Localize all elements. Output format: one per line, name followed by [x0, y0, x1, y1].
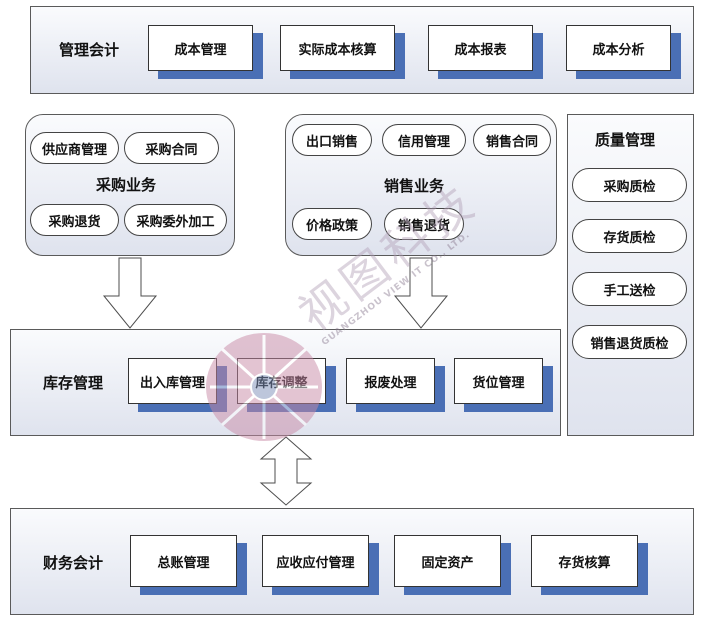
financial-accounting-label: 财务会计: [43, 554, 104, 572]
actual-cost-accounting-box[interactable]: 实际成本核算: [280, 25, 395, 71]
credit-management-pill[interactable]: 信用管理: [382, 124, 466, 156]
quality-label: 质量管理: [595, 131, 656, 149]
scrap-handling-box[interactable]: 报废处理: [346, 358, 435, 404]
fixed-assets-box[interactable]: 固定资产: [394, 535, 501, 587]
inventory-accounting-box[interactable]: 存货核算: [531, 535, 638, 587]
stock-adjust-box[interactable]: 库存调整: [237, 358, 326, 404]
sales-to-inventory-arrow: [393, 257, 449, 329]
export-sales-pill[interactable]: 出口销售: [292, 124, 372, 156]
stock-in-out-box[interactable]: 出入库管理: [128, 358, 217, 404]
sales-contract-pill[interactable]: 销售合同: [473, 124, 551, 156]
purchase-label: 采购业务: [96, 176, 157, 194]
inventory-label: 库存管理: [43, 374, 104, 392]
inventory-finance-double-arrow: [259, 436, 313, 506]
purchase-return-pill[interactable]: 采购退货: [30, 204, 119, 236]
pricing-policy-pill[interactable]: 价格政策: [292, 208, 372, 240]
outsourced-processing-pill[interactable]: 采购委外加工: [124, 204, 227, 236]
sales-return-pill[interactable]: 销售退货: [384, 208, 464, 240]
cost-management-box[interactable]: 成本管理: [148, 25, 253, 71]
purchase-inspection-pill[interactable]: 采购质检: [572, 168, 687, 202]
receivable-payable-box[interactable]: 应收应付管理: [262, 535, 369, 587]
cost-report-box[interactable]: 成本报表: [428, 25, 533, 71]
supplier-management-pill[interactable]: 供应商管理: [30, 132, 119, 164]
sales-return-inspection-pill[interactable]: 销售退货质检: [572, 325, 687, 359]
location-management-box[interactable]: 货位管理: [454, 358, 543, 404]
cost-analysis-box[interactable]: 成本分析: [566, 25, 671, 71]
purchase-to-inventory-arrow: [102, 257, 158, 329]
general-ledger-box[interactable]: 总账管理: [130, 535, 237, 587]
purchase-contract-pill[interactable]: 采购合同: [124, 132, 219, 164]
manual-inspection-pill[interactable]: 手工送检: [572, 272, 687, 306]
inventory-inspection-pill[interactable]: 存货质检: [572, 219, 687, 253]
management-accounting-label: 管理会计: [59, 41, 120, 59]
sales-label: 销售业务: [384, 177, 445, 195]
